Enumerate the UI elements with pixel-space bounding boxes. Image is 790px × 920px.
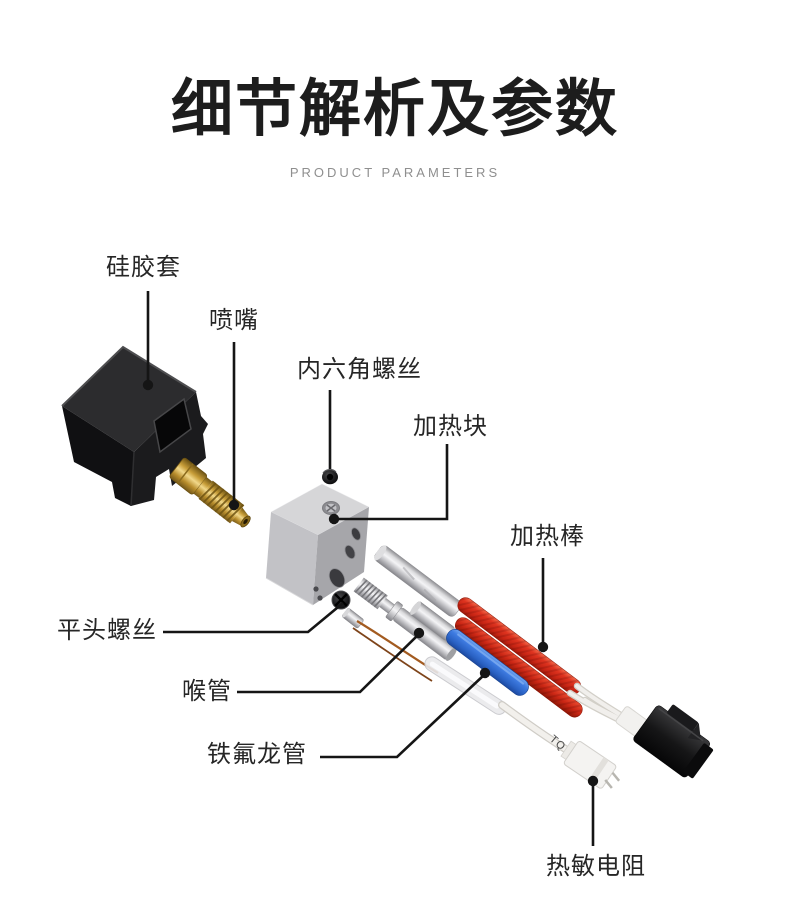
silicone-sock [61, 345, 208, 507]
flat-head-screw [331, 590, 351, 610]
leader-line-throat-tube [237, 633, 420, 694]
page-title: 细节解析及参数 [170, 75, 619, 144]
nozzle-orifice [243, 518, 248, 525]
nozzle [169, 457, 251, 528]
leader-line-heater-block [339, 444, 449, 521]
spacer-cylinder [342, 608, 364, 629]
throat-threads [354, 579, 387, 608]
page-subtitle: PRODUCT PARAMETERS [289, 165, 501, 180]
heater-connector [633, 704, 714, 779]
block-hole [351, 527, 361, 541]
block-heater-bore [328, 568, 346, 588]
leader-dot-thermistor [587, 775, 599, 787]
block-hole [344, 544, 356, 560]
leader-dot-throat-tube [413, 627, 425, 639]
heater-sleeve-red [454, 597, 583, 718]
callout-label-hex-socket-screw: 内六角螺丝 [297, 356, 422, 383]
leader-dot-ptfe-tube [479, 667, 491, 679]
callout-label-nozzle: 喷嘴 [209, 307, 259, 334]
leader-dot-heater-cartridge [537, 641, 549, 653]
throat-tube [353, 577, 457, 661]
leader-dot-nozzle [228, 499, 240, 511]
leader-line-ptfe-tube [320, 674, 485, 759]
leader-dot-silicone-sock [142, 379, 154, 391]
hex-socket-screw [322, 468, 338, 485]
silicone-sock-window [153, 397, 192, 454]
callout-label-thermistor: 热敏电阻 [546, 853, 646, 880]
heater-cartridge [374, 545, 583, 718]
leader-dots [142, 379, 599, 787]
callout-label-heater-block: 加热块 [413, 413, 488, 440]
callout-label-heater-cartridge: 加热棒 [510, 523, 585, 550]
callout-label-ptfe-tube: 铁氟龙管 [207, 741, 307, 768]
callout-label-silicone-sock: 硅胶套 [106, 254, 181, 281]
callout-label-throat-tube: 喉管 [182, 678, 232, 705]
heater-block [265, 483, 370, 606]
callout-label-flat-head-screw: 平头螺丝 [57, 617, 157, 644]
leader-line-flat-head-screw [163, 601, 344, 634]
leader-lines [146, 291, 595, 846]
leader-dot-heater-block [328, 513, 340, 525]
